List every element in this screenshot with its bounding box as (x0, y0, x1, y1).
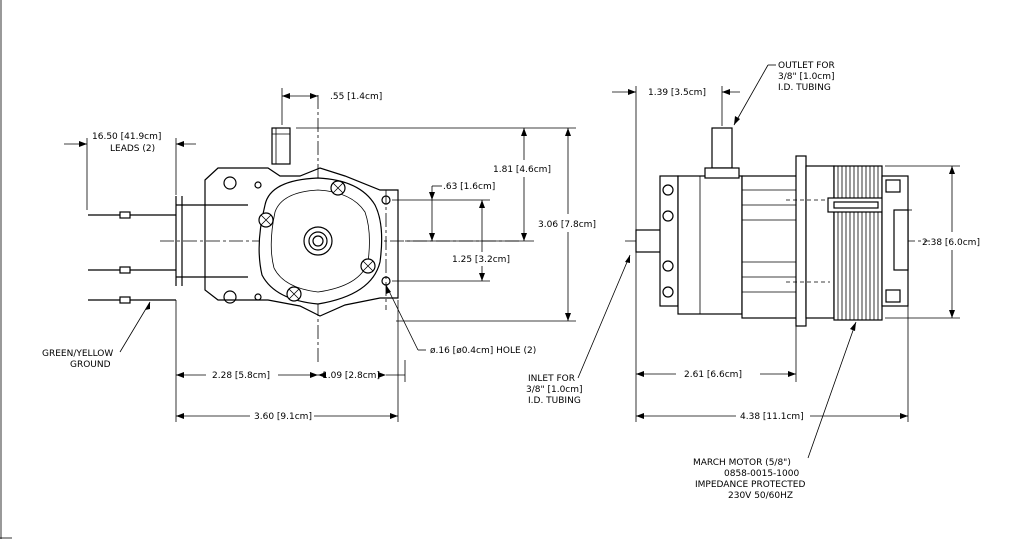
dim-leads-label: 16.50 [41.9cm] (92, 132, 161, 142)
dimension-widths: 2.28 [5.8cm] 1.09 [2.8cm] 3.60 [9.1cm] (175, 300, 406, 422)
dim-outlet-height-label: 1.81 [4.6cm] (493, 165, 551, 175)
ground-leader: GREEN/YELLOW GROUND (42, 301, 151, 370)
motor-housing (741, 175, 803, 319)
ground-label-line2: GROUND (70, 360, 111, 370)
lead-wires (88, 211, 176, 304)
outlet-note-line2: 3/8" [1.0cm] (778, 72, 835, 82)
inlet-note-line3: I.D. TUBING (528, 396, 581, 406)
dim-motor-height-label: 2.38 [6.0cm] (922, 238, 980, 248)
dim-outlet-position-label: 1.39 [3.5cm] (648, 88, 706, 98)
dimension-lengths: 2.61 [6.6cm] 4.38 [11.1cm] (635, 250, 909, 422)
hole-note: ø.16 [ø0.4cm] HOLE (2) (430, 346, 536, 356)
outlet-note-leader: OUTLET FOR 3/8" [1.0cm] I.D. TUBING (733, 61, 835, 126)
dim-center-to-hole-label: 1.09 [2.8cm] (322, 371, 380, 381)
motor-stator (827, 165, 885, 321)
side-outlet-nozzle (704, 127, 740, 179)
outlet-note-line1: OUTLET FOR (778, 61, 835, 71)
motor-note-line3: IMPEDANCE PROTECTED (695, 480, 805, 490)
motor-note-line2: 0858-0015-1000 (724, 469, 799, 479)
hole-note-leader: ø.16 [ø0.4cm] HOLE (2) (385, 284, 536, 356)
dim-outlet-offset-label: .55 [1.4cm] (330, 92, 382, 102)
dim-hole-spacing-label: 1.25 [3.2cm] (452, 255, 510, 265)
dim-pump-length-label: 2.61 [6.6cm] (684, 370, 742, 380)
dimension-motor-height: 2.38 [6.0cm] (885, 165, 980, 319)
dimension-hole-spacing: .63 [1.6cm] 1.25 [3.2cm] (392, 182, 510, 282)
housing-fins (742, 189, 802, 293)
outlet-nozzle (271, 127, 291, 165)
motor-note-line1: MARCH MOTOR (5/8") (693, 458, 791, 468)
sheet-border (0, 0, 12, 539)
dim-hole-offset-label: .63 [1.6cm] (443, 182, 495, 192)
dim-overall-height-label: 3.06 [7.8cm] (538, 220, 596, 230)
dim-lead-to-center-label: 2.28 [5.8cm] (212, 371, 270, 381)
front-view: .55 [1.4cm] 16.50 [41.9cm] LEADS (2) 1.8… (42, 88, 596, 422)
outlet-note-line3: I.D. TUBING (778, 83, 831, 93)
head-screws (258, 180, 376, 302)
inlet-note-leader: INLET FOR 3/8" [1.0cm] I.D. TUBING (526, 254, 631, 406)
dimension-outlet-offset: .55 [1.4cm] (281, 88, 382, 125)
motor-note-line4: 230V 50/60HZ (728, 491, 793, 501)
pump-body (677, 175, 743, 315)
leads-note: LEADS (2) (110, 144, 155, 154)
inlet-note-line2: 3/8" [1.0cm] (526, 385, 583, 395)
motor-note-leader: MARCH MOTOR (5/8") 0858-0015-1000 IMPEDA… (693, 321, 857, 501)
mount-ear-bottom-left (223, 290, 237, 304)
pump-head (258, 177, 383, 305)
side-view: 1.39 [3.5cm] OUTLET FOR 3/8" [1.0cm] I.D… (526, 61, 980, 501)
mounting-hole-top (381, 195, 391, 205)
dim-overall-width-label: 3.60 [9.1cm] (254, 412, 312, 422)
inlet-note-line1: INLET FOR (528, 374, 575, 384)
ground-label-line1: GREEN/YELLOW (42, 349, 113, 359)
impeller-hub (303, 226, 333, 256)
dimension-leads: 16.50 [41.9cm] LEADS (2) (64, 132, 196, 210)
dimension-outlet-position: 1.39 [3.5cm] (612, 86, 740, 232)
mount-ear-top-left (223, 176, 237, 190)
dim-overall-length-label: 4.38 [11.1cm] (740, 412, 804, 422)
dimension-heights: 1.81 [4.6cm] 3.06 [7.8cm] (296, 127, 596, 322)
